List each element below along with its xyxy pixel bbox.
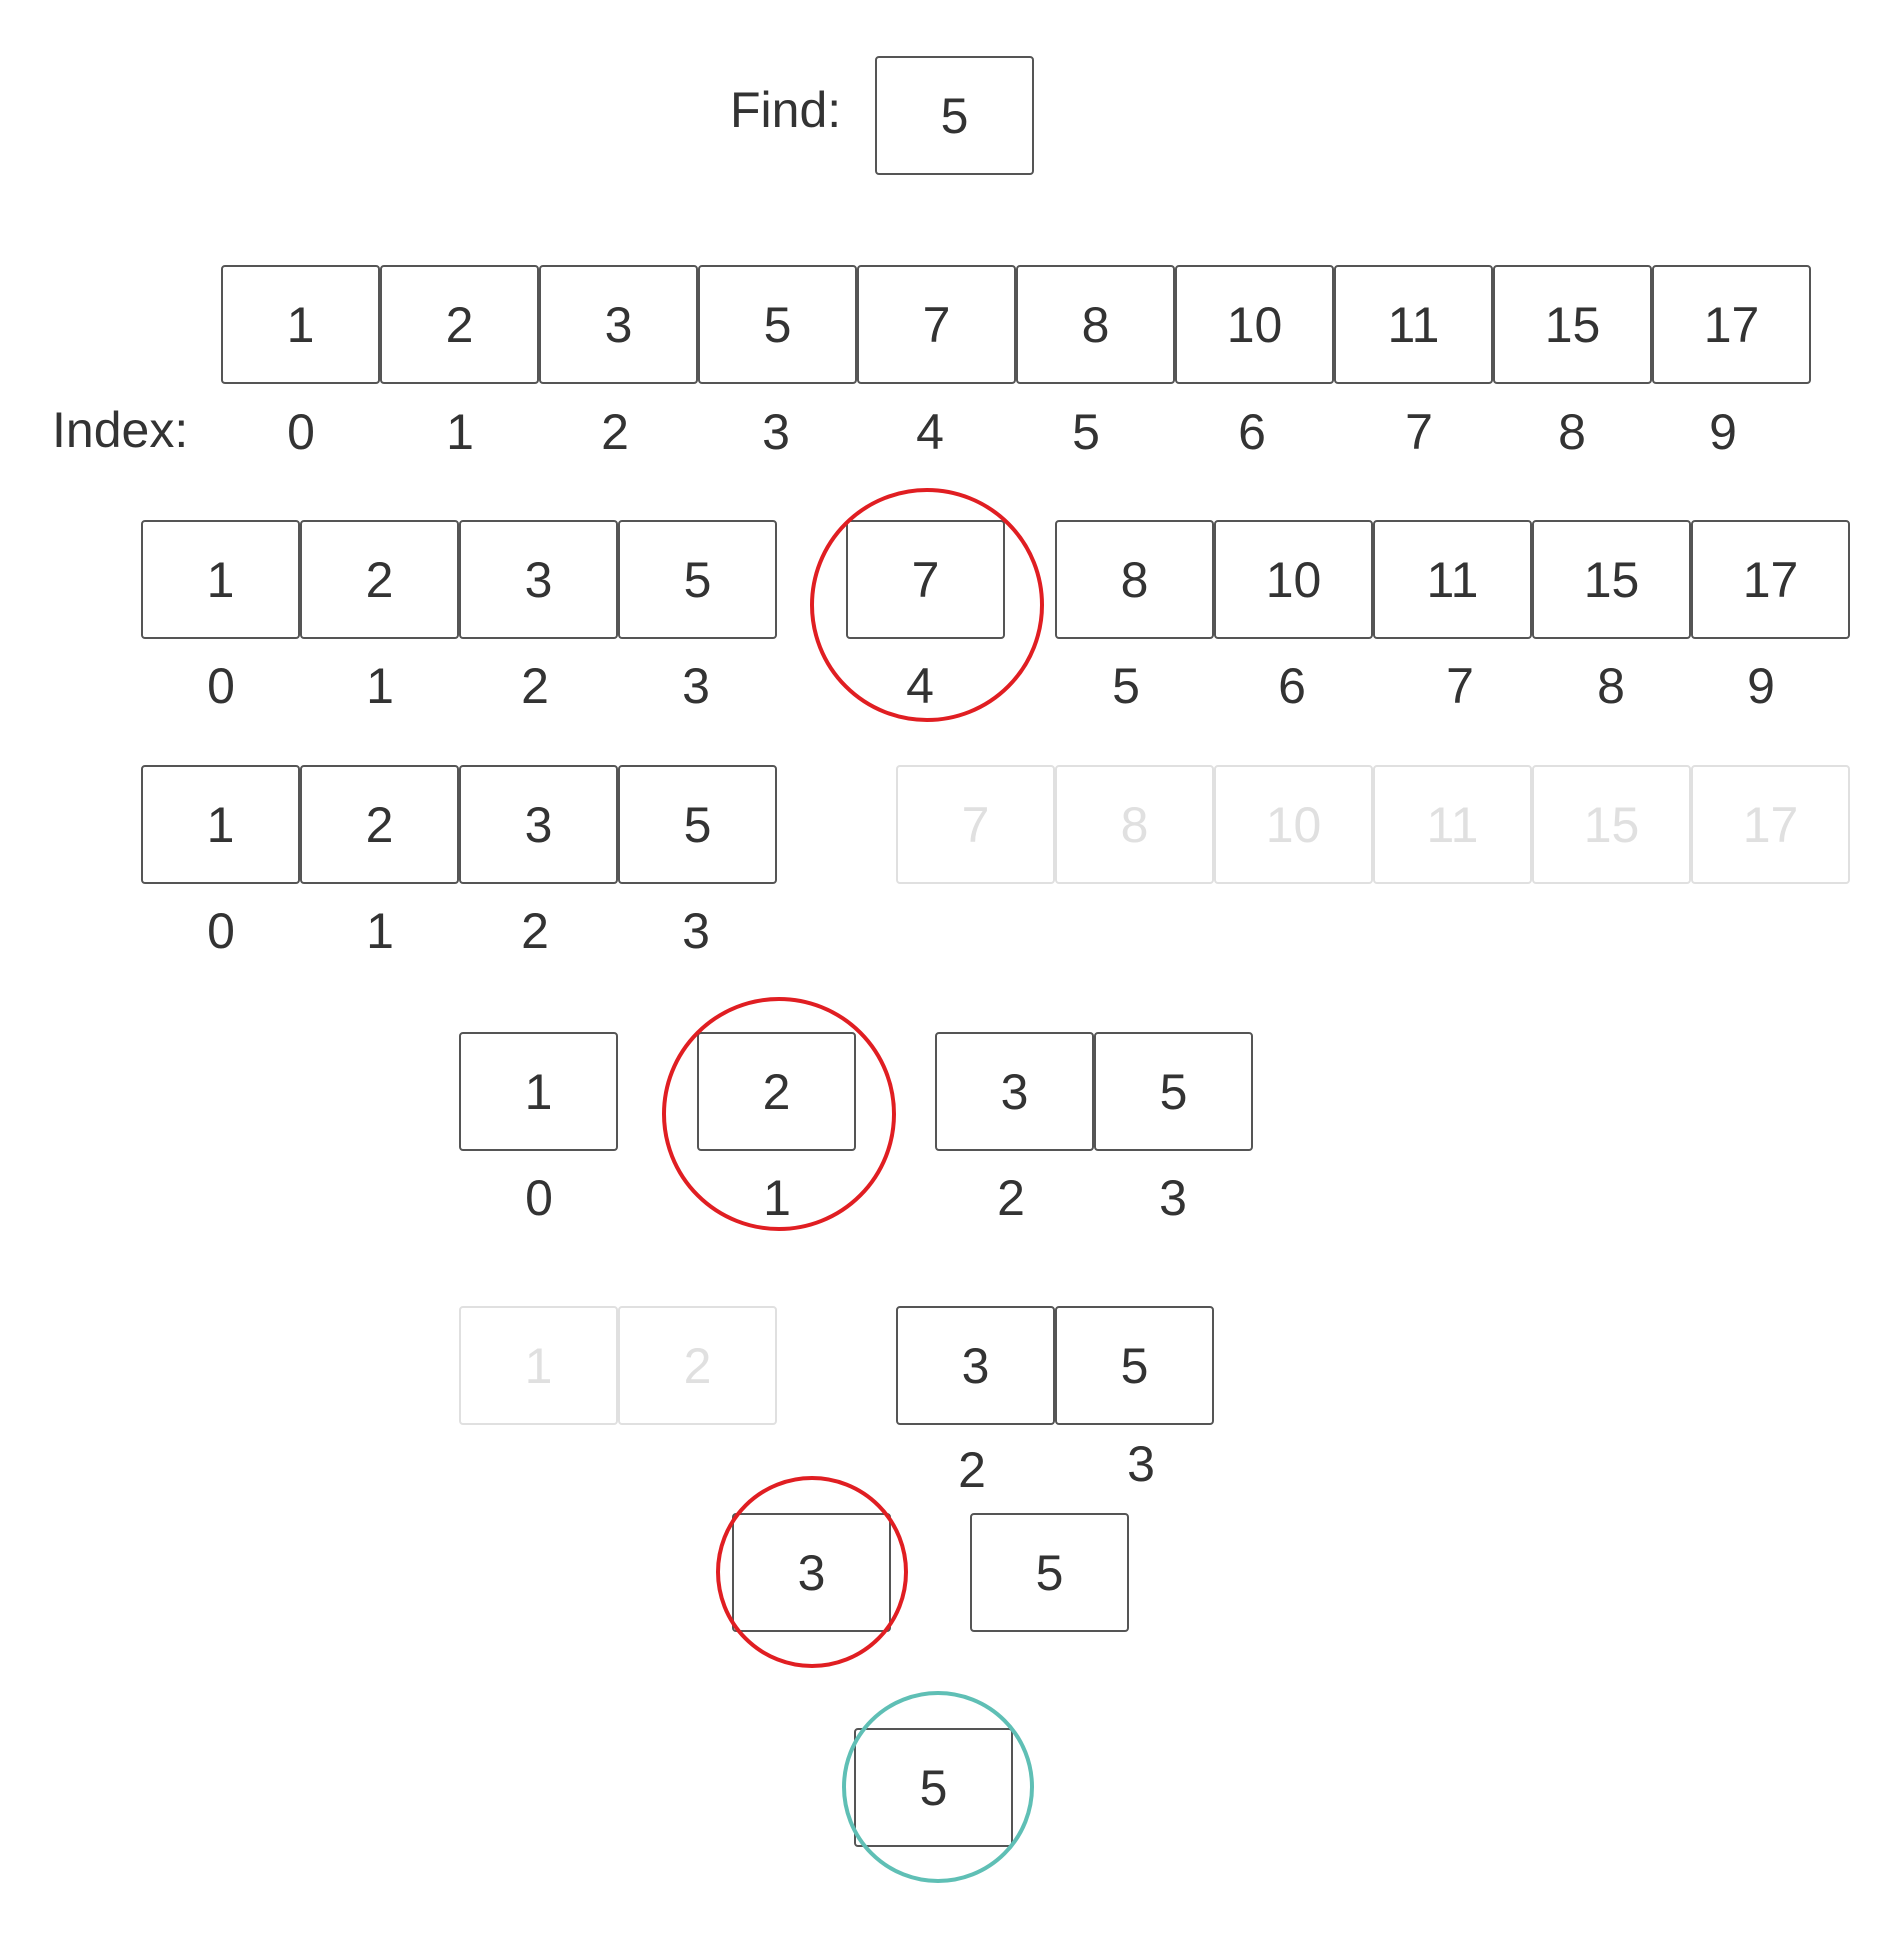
discarded-cell: 17 — [1691, 765, 1850, 884]
array-cell: 1 — [141, 765, 300, 884]
find-label: Find: — [730, 82, 842, 138]
array-cell: 2 — [380, 265, 539, 384]
array-cell: 10 — [1214, 520, 1373, 639]
array-cell: 7 — [857, 265, 1016, 384]
middle-cell: 3 — [732, 1513, 891, 1632]
array-cell: 17 — [1691, 520, 1850, 639]
array-cell: 3 — [539, 265, 698, 384]
index-number: 1 — [366, 903, 394, 959]
index-number: 2 — [521, 658, 549, 714]
index-number: 0 — [525, 1170, 553, 1226]
discarded-cell: 15 — [1532, 765, 1691, 884]
discarded-cell: 7 — [896, 765, 1055, 884]
index-number: 0 — [287, 404, 315, 460]
index-number: 3 — [682, 658, 710, 714]
array-cell: 15 — [1493, 265, 1652, 384]
array-cell: 2 — [300, 520, 459, 639]
index-number: 3 — [682, 903, 710, 959]
discarded-cell: 8 — [1055, 765, 1214, 884]
middle-cell: 7 — [846, 520, 1005, 639]
index-number: 9 — [1709, 404, 1737, 460]
array-cell: 5 — [618, 520, 777, 639]
index-number: 2 — [601, 404, 629, 460]
index-number: 3 — [1127, 1436, 1155, 1492]
array-cell: 5 — [698, 265, 857, 384]
index-number: 1 — [763, 1170, 791, 1226]
discarded-cell: 2 — [618, 1306, 777, 1425]
array-cell: 11 — [1373, 520, 1532, 639]
array-cell: 3 — [935, 1032, 1094, 1151]
array-cell: 2 — [300, 765, 459, 884]
array-cell: 11 — [1334, 265, 1493, 384]
index-number: 0 — [207, 903, 235, 959]
index-number: 2 — [997, 1170, 1025, 1226]
array-cell: 5 — [970, 1513, 1129, 1632]
find-value-box: 5 — [875, 56, 1034, 175]
array-cell: 5 — [1094, 1032, 1253, 1151]
index-number: 4 — [906, 658, 934, 714]
array-cell: 10 — [1175, 265, 1334, 384]
index-number: 2 — [521, 903, 549, 959]
found-cell: 5 — [854, 1728, 1013, 1847]
index-number: 1 — [446, 404, 474, 460]
index-number: 1 — [366, 658, 394, 714]
array-cell: 3 — [896, 1306, 1055, 1425]
discarded-cell: 1 — [459, 1306, 618, 1425]
array-cell: 15 — [1532, 520, 1691, 639]
index-number: 2 — [958, 1442, 986, 1498]
index-label: Index: — [52, 402, 189, 458]
array-cell: 3 — [459, 765, 618, 884]
index-number: 6 — [1278, 658, 1306, 714]
array-cell: 17 — [1652, 265, 1811, 384]
array-cell: 8 — [1055, 520, 1214, 639]
index-number: 8 — [1558, 404, 1586, 460]
index-number: 8 — [1597, 658, 1625, 714]
array-cell: 8 — [1016, 265, 1175, 384]
index-number: 9 — [1747, 658, 1775, 714]
index-number: 5 — [1072, 404, 1100, 460]
array-cell: 3 — [459, 520, 618, 639]
array-cell: 5 — [1055, 1306, 1214, 1425]
index-number: 5 — [1112, 658, 1140, 714]
index-number: 7 — [1405, 404, 1433, 460]
discarded-cell: 10 — [1214, 765, 1373, 884]
array-cell: 5 — [618, 765, 777, 884]
index-number: 7 — [1446, 658, 1474, 714]
index-number: 0 — [207, 658, 235, 714]
index-number: 3 — [762, 404, 790, 460]
array-cell: 1 — [221, 265, 380, 384]
index-number: 3 — [1159, 1170, 1187, 1226]
index-number: 4 — [916, 404, 944, 460]
discarded-cell: 11 — [1373, 765, 1532, 884]
array-cell: 1 — [459, 1032, 618, 1151]
array-cell: 1 — [141, 520, 300, 639]
index-number: 6 — [1238, 404, 1266, 460]
middle-cell: 2 — [697, 1032, 856, 1151]
